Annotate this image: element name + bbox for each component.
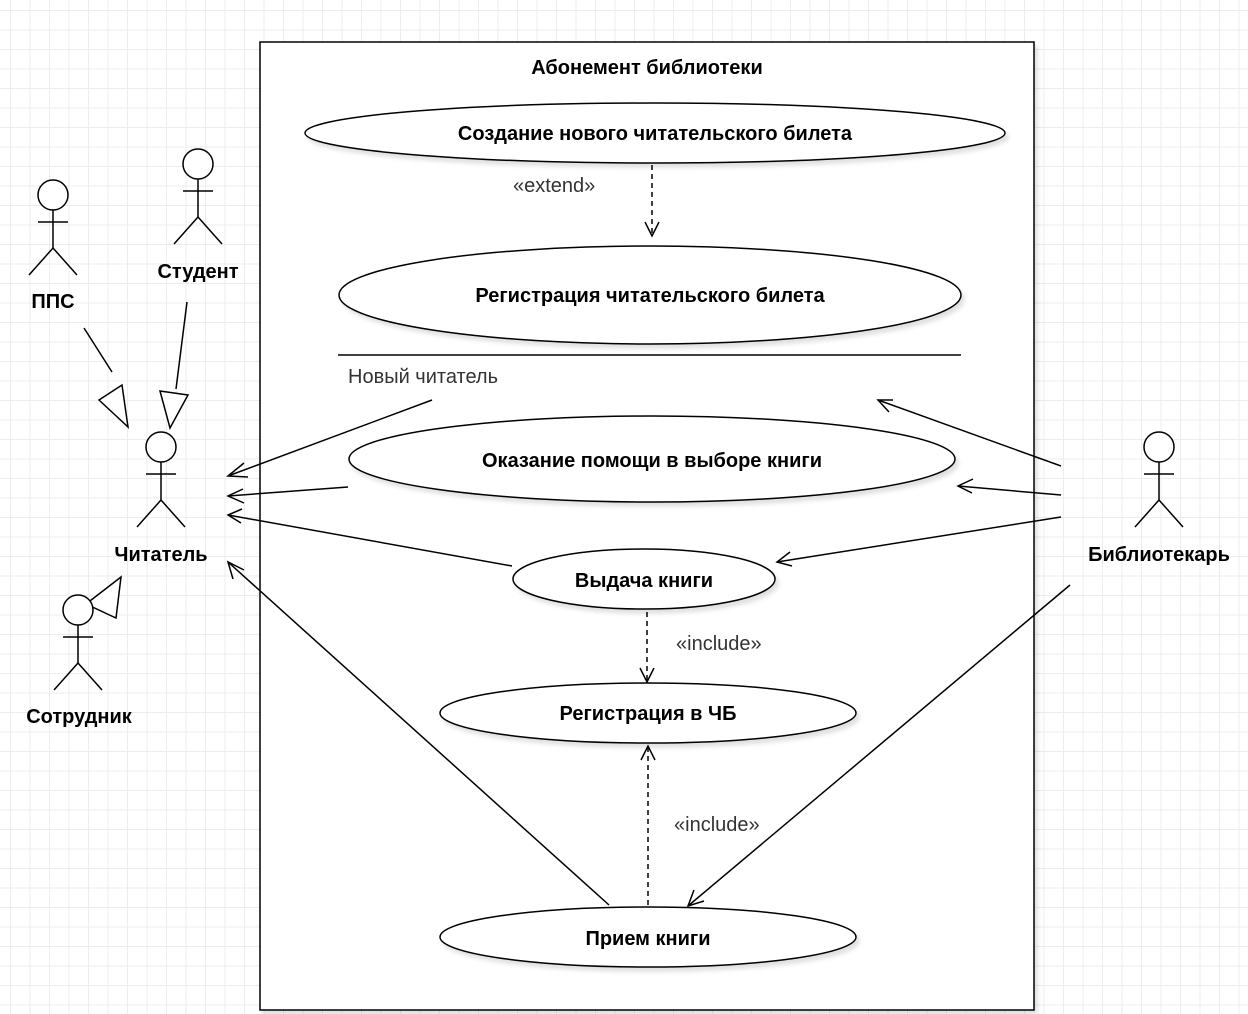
actor-employee-label: Сотрудник (26, 706, 133, 728)
use-case-register-chb-label: Регистрация в ЧБ (560, 703, 737, 725)
actor-librarian[interactable] (1134, 431, 1184, 528)
generalization-student-reader[interactable] (158, 301, 190, 430)
use-case-issue-book-label: Выдача книги (575, 570, 713, 592)
use-case-help-choice-label: Оказание помощи в выборе книги (482, 450, 822, 472)
use-case-new-ticket-label: Создание нового читательского билета (458, 123, 853, 145)
reader-associations[interactable] (226, 399, 610, 906)
system-boundary[interactable]: Абонемент библиотеки (259, 41, 1035, 1011)
include-dependency-issue[interactable] (639, 612, 655, 684)
librarian-associations[interactable] (686, 399, 1071, 908)
actor-reader-label: Читатель (114, 544, 207, 566)
generalization-employee-reader[interactable] (84, 575, 122, 620)
new-reader-label: Новый читатель (348, 366, 498, 388)
include-label-2: «include» (674, 814, 760, 836)
use-case-issue-book[interactable]: Выдача книги (512, 548, 776, 610)
actor-librarian-label: Библиотекарь (1088, 544, 1230, 566)
use-case-receive-book[interactable]: Прием книги (439, 906, 857, 968)
boundary-title: Абонемент библиотеки (531, 57, 762, 79)
actor-pps-label: ППС (31, 291, 74, 313)
actor-employee[interactable] (53, 594, 103, 691)
actor-pps[interactable] (28, 179, 78, 276)
extend-dependency[interactable] (644, 165, 660, 238)
include-label-1: «include» (676, 633, 762, 655)
use-case-register-ticket[interactable]: Регистрация читательского билета (338, 245, 962, 345)
include-dependency-receive[interactable] (640, 744, 656, 905)
actor-reader[interactable] (136, 431, 186, 528)
use-case-receive-book-label: Прием книги (585, 928, 710, 950)
extend-label: «extend» (513, 175, 595, 197)
use-case-register-ticket-label: Регистрация читательского билета (475, 285, 825, 307)
actor-student-label: Студент (157, 261, 238, 283)
use-case-register-chb[interactable]: Регистрация в ЧБ (439, 682, 857, 744)
use-case-new-ticket[interactable]: Создание нового читательского билета (304, 102, 1006, 164)
use-case-help-choice[interactable]: Оказание помощи в выборе книги (348, 415, 956, 503)
actor-student[interactable] (173, 148, 223, 245)
generalization-pps-reader[interactable] (83, 327, 130, 429)
